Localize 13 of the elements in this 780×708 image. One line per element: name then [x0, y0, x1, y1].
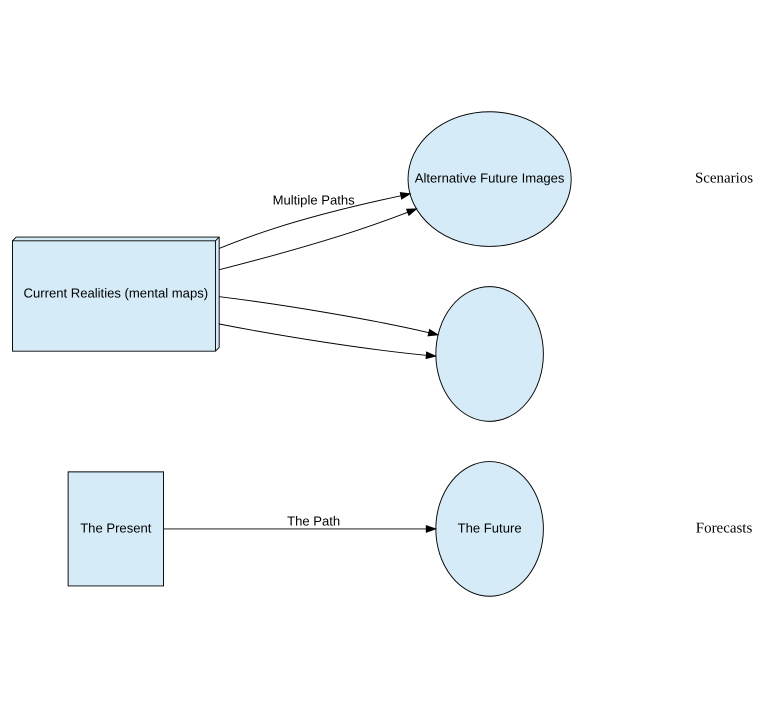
arrow	[218, 324, 438, 360]
node-circle	[435, 286, 544, 422]
edge-label: Multiple Paths	[272, 192, 355, 208]
node-ellipse: Alternative Future Images	[408, 111, 572, 247]
label: Forecasts	[696, 520, 752, 536]
arrow	[218, 296, 440, 336]
arrow	[163, 524, 438, 533]
arrow	[219, 192, 412, 249]
arrow	[218, 208, 418, 270]
node-box: The Present	[68, 471, 164, 586]
edge-label: The Path	[287, 513, 340, 528]
label: Scenarios	[694, 170, 754, 187]
node-ellipse: The Future	[435, 461, 544, 597]
